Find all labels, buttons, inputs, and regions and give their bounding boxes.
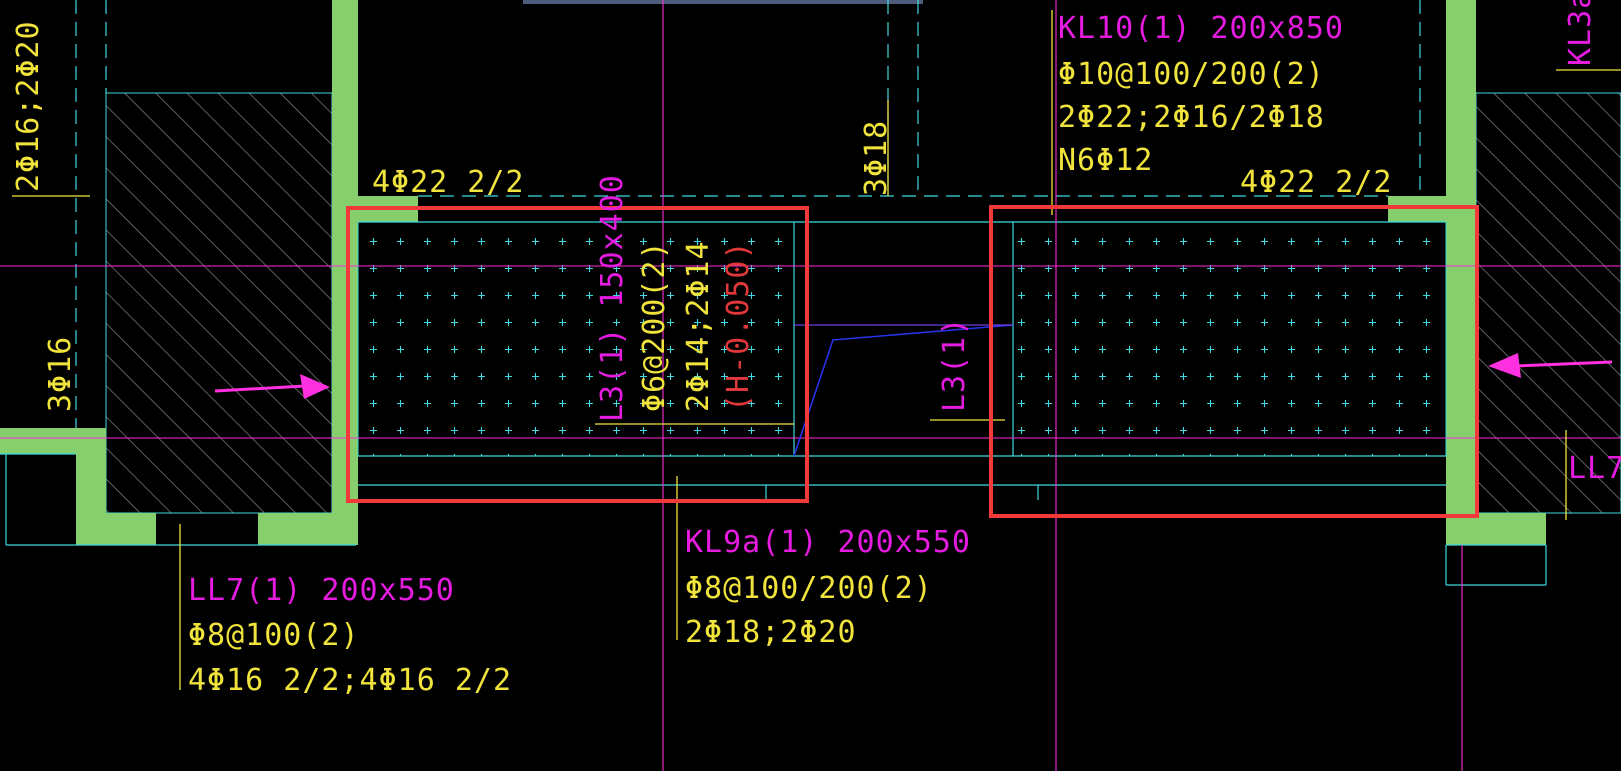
ll7-name[interactable]: LL7(1) 200x550: [188, 573, 455, 608]
arrow-right-shaft: [214, 384, 306, 393]
arrow-left-icon: [1488, 353, 1613, 378]
l3-bars[interactable]: 2Φ14;2Φ14: [681, 240, 716, 412]
wall-right-foot: [1446, 513, 1546, 545]
bars-3d18[interactable]: 3Φ18: [859, 120, 894, 196]
kl10-torsion[interactable]: N6Φ12: [1058, 143, 1153, 178]
yellow-leaders: [12, 10, 1621, 690]
hatched-column-left: [105, 92, 333, 514]
ll7-bars[interactable]: 4Φ16 2/2;4Φ16 2/2: [188, 663, 512, 698]
annotation-layer: KL10(1) 200x850 Φ10@100/200(2) 2Φ22;2Φ16…: [11, 0, 1621, 698]
top-bars-left[interactable]: 4Φ22 2/2: [372, 165, 525, 200]
kl10-name[interactable]: KL10(1) 200x850: [1058, 11, 1344, 46]
l3-name[interactable]: L3(1) 150x400: [595, 174, 630, 422]
kl3a-partial[interactable]: KL3a: [1563, 0, 1598, 66]
left-edge-bars[interactable]: 2Φ16;2Φ20: [11, 20, 46, 192]
aux-lines: [0, 221, 1547, 586]
slab-panel-right: [1012, 221, 1447, 457]
hatched-column-right: [1475, 92, 1621, 514]
kl9a-stirrup[interactable]: Φ8@100/200(2): [685, 571, 933, 606]
kl9a-bars[interactable]: 2Φ18;2Φ20: [685, 615, 857, 650]
wall-right-vertical: [1446, 0, 1476, 545]
slab-panel-left: [357, 221, 795, 457]
left-bars-3d16[interactable]: 3Φ16: [43, 336, 78, 412]
arrow-left-shaft: [1514, 360, 1613, 368]
wall-left-bottom: [258, 513, 358, 545]
top-bars-right[interactable]: 4Φ22 2/2: [1240, 165, 1393, 200]
ll7-stirrup[interactable]: Φ8@100(2): [188, 618, 360, 653]
l3-offset[interactable]: (H-0.050): [721, 240, 756, 412]
highlight-box-right[interactable]: [989, 205, 1479, 518]
highlight-box-left[interactable]: [346, 206, 809, 503]
arrow-right-icon: [214, 374, 330, 399]
kl10-bars[interactable]: 2Φ22;2Φ16/2Φ18: [1058, 100, 1325, 135]
wall-left-ledge: [0, 428, 106, 454]
top-strip: [523, 0, 923, 4]
kl9a-name[interactable]: KL9a(1) 200x550: [685, 525, 971, 560]
l3-stirrup[interactable]: Φ6@200(2): [637, 240, 672, 412]
kl10-stirrup[interactable]: Φ10@100/200(2): [1058, 57, 1325, 92]
wall-outline: [0, 0, 1546, 545]
ll7-partial[interactable]: LL7: [1568, 451, 1621, 486]
l3-short[interactable]: L3(1): [937, 317, 972, 412]
wall-left-vertical: [332, 0, 358, 545]
arrow-left-head: [1488, 353, 1521, 378]
arrow-right-head: [300, 374, 330, 399]
